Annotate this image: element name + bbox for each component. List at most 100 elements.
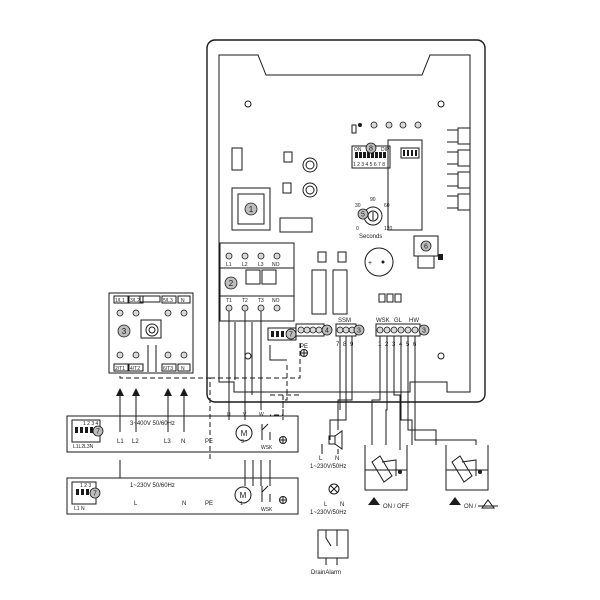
- supply-1ph-pe: PE: [205, 501, 213, 507]
- power-terminal-block: 7 4 PE: [267, 323, 333, 357]
- horn-rating: 1~230V/50Hz: [310, 464, 347, 470]
- contactor: 2 L1 L2 L3 NO T1 T2 T3 NO: [219, 242, 295, 322]
- wsk-label: WSK: [376, 318, 390, 324]
- horn-n: N: [335, 456, 339, 462]
- badge-4-label: 4: [325, 328, 329, 335]
- badge-8: [365, 142, 377, 154]
- timer-left: 30: [355, 203, 361, 209]
- badge-7-1ph-label: 7: [93, 491, 97, 498]
- supply-3ph-l1: L1: [117, 439, 124, 445]
- cable-glands: [447, 127, 471, 211]
- contactor-no-top: NO: [272, 262, 280, 268]
- contactor-l3: L3: [258, 262, 264, 268]
- timer-mid: 60: [384, 203, 390, 209]
- alarm-horn: L N 1~230V/50Hz: [310, 430, 347, 470]
- motor-1ph-wsk: WSK: [261, 507, 273, 513]
- timer-potentiometer[interactable]: 5 90 60 30 0 120 Seconds: [355, 197, 393, 240]
- badge-6: [420, 240, 432, 252]
- contactor-l1: L1: [226, 262, 232, 268]
- supply-1ph-n: N: [182, 501, 186, 507]
- timer-max: 120: [384, 226, 393, 232]
- supply-3ph-l3: L3: [164, 439, 171, 445]
- pump-motor-1ph: M 1~ WSK: [234, 485, 287, 513]
- switch-t2: 4/T2: [130, 366, 140, 372]
- cable-1ph-pins: 1 2 3: [80, 483, 91, 489]
- badge-7-pcb-label: 7: [289, 332, 293, 339]
- transformer: 1: [231, 187, 271, 231]
- lamp-l: L: [324, 502, 328, 508]
- alarm-lamp: L N 1~230V/50Hz: [310, 483, 347, 516]
- led-indicator: [385, 121, 393, 129]
- dip-label: DIP: [381, 147, 390, 153]
- badge-5: [357, 208, 369, 220]
- relays: [311, 269, 348, 315]
- motor-3ph-symbol: M: [241, 429, 248, 438]
- float-switch-1-label: ON / OFF: [383, 504, 409, 510]
- cable-1ph-sub: L1 N: [74, 506, 85, 512]
- motor-u: U: [227, 412, 231, 418]
- contactor-t1: T1: [226, 298, 232, 304]
- dip-numbers: 1 2 3 4 5 6 7 8: [353, 162, 385, 168]
- motor-3ph-wsk: WSK: [261, 445, 273, 451]
- badge-6-label: 6: [424, 244, 428, 251]
- motor-w: W: [259, 412, 264, 418]
- ssm-label: SSM: [338, 318, 351, 324]
- timer-top: 90: [370, 197, 376, 203]
- gl-label: GL: [394, 318, 403, 324]
- float-switch-2: ON /: [445, 445, 498, 510]
- switch-t3: 6/T3: [163, 366, 173, 372]
- contactor-no-bottom: NO: [272, 298, 280, 304]
- float-switch-1: ON / OFF: [364, 445, 409, 510]
- supply-3ph-box: 1 2 3 4 L1L2L3N 7 3~400V 50/60Hz L1 L2 L…: [66, 412, 299, 453]
- motor-1ph-symbol: M: [240, 491, 247, 500]
- timer-label: Seconds: [359, 234, 382, 240]
- buzzer: +: [364, 247, 394, 277]
- motor-3ph-sub: 3~: [241, 439, 247, 445]
- signal-terminal-block: WSK GL HW 3 1 2 3 4 5 6: [375, 318, 430, 348]
- badge-7-1ph: [89, 487, 101, 499]
- led-indicator: [370, 121, 378, 129]
- dip-switch: ON DIP 1 2 3 4 5 6 7 8 8: [351, 139, 423, 231]
- motor-1ph-sub: 1~: [240, 501, 246, 507]
- mounting-hole: [244, 100, 252, 108]
- relay-component-6: 6: [413, 235, 443, 269]
- switch-t1: 2/T1: [115, 366, 125, 372]
- badge-3-ssm: [353, 324, 365, 336]
- supply-3ph-n: N: [181, 439, 185, 445]
- badge-3-switch-label: 3: [122, 327, 127, 336]
- led-indicator: [414, 121, 422, 129]
- badge-1-label: 1: [249, 205, 254, 214]
- badge-8-label: 8: [369, 146, 373, 153]
- mounting-hole: [437, 352, 445, 360]
- mounting-hole: [244, 352, 252, 360]
- pump-motor-3ph: M 3~ U V W WSK: [227, 412, 287, 451]
- supply-1ph-rating: 1~230V 50/60Hz: [130, 483, 175, 489]
- drain-alarm: DrainAlarm: [311, 529, 349, 576]
- supply-3ph-l2: L2: [132, 439, 139, 445]
- switch-n-top: N: [181, 298, 185, 304]
- badge-4: [321, 324, 333, 336]
- pcb-module: [387, 139, 423, 231]
- buzzer-plus: +: [368, 260, 372, 267]
- supply-1ph-l: L: [134, 501, 138, 507]
- cable-3ph-pins: 1 2 3 4: [83, 421, 99, 427]
- pe-label: PE: [300, 344, 308, 350]
- main-switch[interactable]: 1/L1 3/L2 5/L3 N 3 2/T1 4/T2 6/T3 N: [108, 292, 194, 374]
- badge-3-ssm-label: 3: [357, 328, 361, 335]
- float-switch-2-label: ON /: [464, 504, 477, 510]
- switch-n-bottom: N: [181, 366, 185, 372]
- hw-label: HW: [409, 318, 419, 324]
- badge-1: [244, 202, 258, 216]
- motor-v: V: [243, 412, 247, 418]
- status-led-row: [358, 121, 422, 129]
- supply-1ph-box: 1 2 3 L1 N 7 1~230V 50/60Hz L N PE M 1~ …: [66, 460, 299, 515]
- badge-3-signal-label: 3: [422, 328, 426, 335]
- dip-on-label: ON: [354, 147, 362, 153]
- horn-l: L: [319, 456, 323, 462]
- badge-3-signal: [418, 324, 430, 336]
- drain-alarm-label: DrainAlarm: [311, 570, 341, 576]
- switch-l3-top: 5/L3: [163, 298, 173, 304]
- supply-arrows: [116, 388, 188, 432]
- led-indicator: [399, 121, 407, 129]
